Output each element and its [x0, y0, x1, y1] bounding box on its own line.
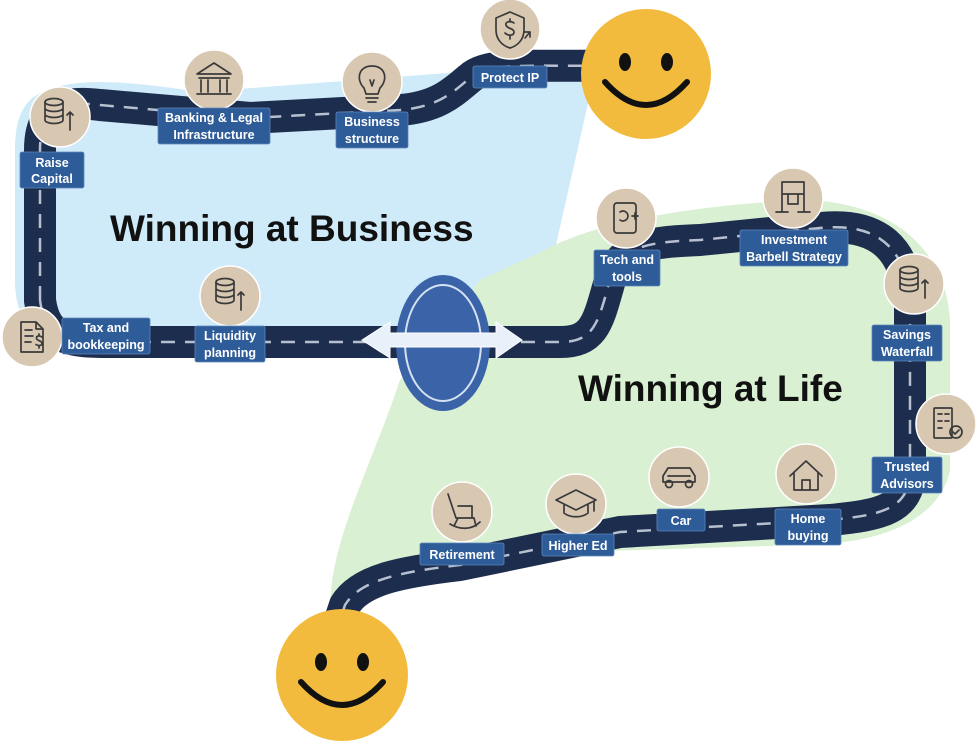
checklist-building-icon	[933, 407, 963, 439]
stop-business-structure: Business structure	[335, 51, 409, 149]
stop-label: Raise	[35, 156, 68, 170]
stop-banking-legal: Banking & Legal Infrastructure	[157, 49, 271, 145]
stop-tax-bookkeeping: Tax and bookkeeping	[1, 306, 151, 368]
stop-label: Car	[671, 514, 692, 528]
stop-investment-barbell: Investment Barbell Strategy	[739, 167, 849, 267]
stop-label: Business	[344, 115, 400, 129]
stop-label: Higher Ed	[548, 539, 607, 553]
stop-savings-waterfall: Savings Waterfall	[871, 253, 945, 362]
stop-raise-capital: Raise Capital	[19, 86, 91, 189]
graduation-cap-icon	[555, 489, 597, 518]
car-icon	[662, 467, 696, 489]
rocking-chair-icon	[447, 493, 481, 530]
stop-car: Car	[648, 446, 710, 532]
stop-protect-ip: Protect IP	[472, 0, 548, 89]
stop-label: Tech and	[600, 253, 654, 267]
stop-label: Advisors	[880, 477, 934, 491]
stop-retirement: Retirement	[419, 481, 505, 566]
stop-label: Liquidity	[204, 329, 256, 343]
stop-home-buying: Home buying	[774, 443, 842, 546]
stop-label: Protect IP	[481, 71, 539, 85]
smiley-end	[276, 609, 408, 741]
tax-document-icon	[20, 321, 44, 353]
coin-stack-icon	[899, 265, 929, 299]
bank-icon	[196, 62, 232, 95]
shield-dollar-icon	[495, 11, 531, 49]
house-icon	[789, 460, 823, 491]
bidirectional-arrow-icon	[361, 321, 523, 359]
stop-label: planning	[204, 346, 256, 360]
stop-label: tools	[612, 270, 642, 284]
lightbulb-icon	[358, 65, 386, 103]
stop-liquidity-planning: Liquidity planning	[194, 265, 266, 363]
barbell-icon	[775, 181, 811, 213]
coin-stack-icon	[215, 277, 245, 311]
central-connector	[361, 275, 523, 411]
stop-label: Banking & Legal	[165, 111, 263, 125]
stop-label: Tax and	[83, 321, 129, 335]
business-title: Winning at Business	[110, 208, 474, 249]
stop-label: bookkeeping	[67, 338, 144, 352]
stop-label: Waterfall	[881, 345, 933, 359]
stop-label: Retirement	[429, 548, 495, 562]
stop-label: Infrastructure	[173, 128, 254, 142]
stop-label: Trusted	[884, 460, 929, 474]
stop-label: Investment	[761, 233, 828, 247]
stop-label: Home	[791, 512, 826, 526]
stop-label: structure	[345, 132, 399, 146]
tablet-icon	[613, 202, 639, 234]
stop-higher-ed: Higher Ed	[541, 473, 615, 557]
stop-label: Barbell Strategy	[746, 250, 842, 264]
stop-label: buying	[788, 529, 829, 543]
life-title: Winning at Life	[578, 368, 843, 409]
stop-label: Savings	[883, 328, 931, 342]
coin-stack-icon	[44, 97, 74, 131]
smiley-start	[581, 9, 711, 139]
stop-trusted-advisors: Trusted Advisors	[871, 393, 977, 494]
stop-label: Capital	[31, 172, 73, 186]
stop-tech-tools: Tech and tools	[593, 187, 661, 287]
